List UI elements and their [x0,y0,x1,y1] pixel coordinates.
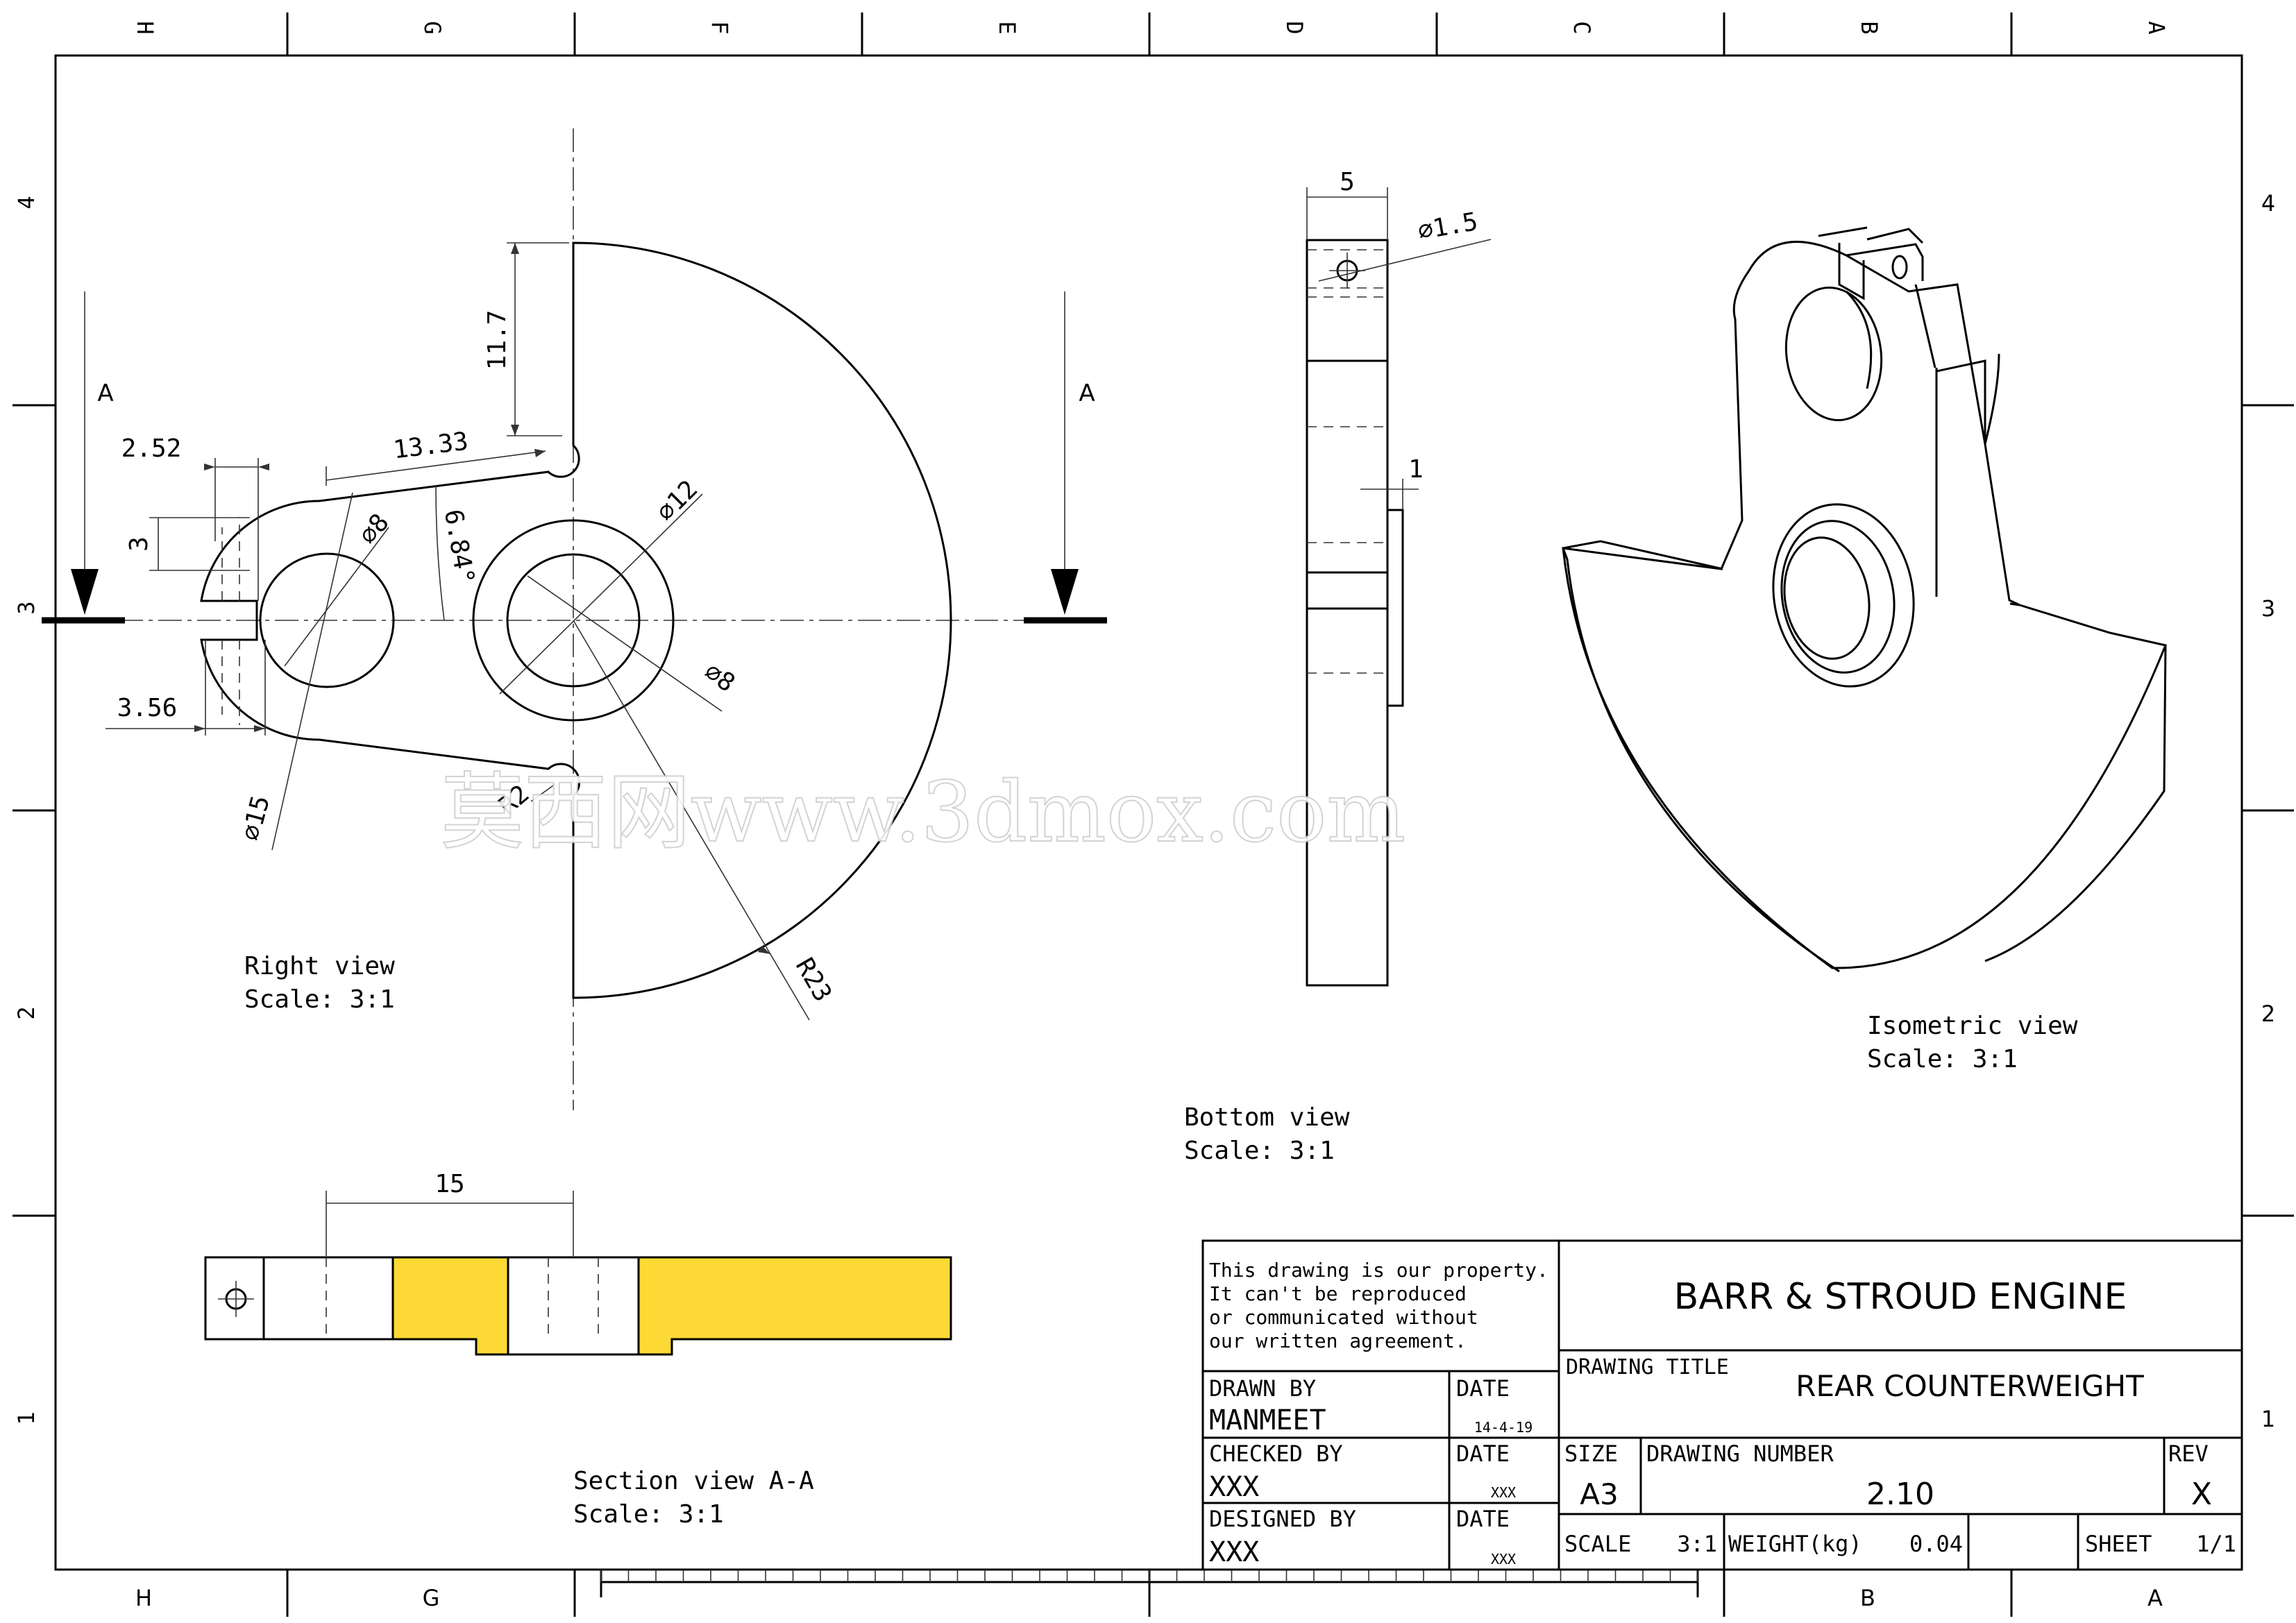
notice-line-4: our written agreement. [1209,1329,1467,1352]
section-hatch-right [639,1257,951,1339]
zone-top-h: H [132,21,158,34]
zone-right-1: 1 [2261,1406,2275,1432]
bottom-view-step [1386,509,1404,707]
isometric-view: Isometric view Scale: 3:1 [1562,226,2168,1073]
zone-bottom-h: H [135,1585,152,1611]
counterweight-outline [200,241,952,999]
section-label-right: A [1079,380,1095,407]
zone-right-4: 4 [2261,190,2275,216]
iso-view-title: Isometric view [1867,1012,2078,1040]
dim-step-1: 1 [1408,455,1424,484]
bottom-view: 5 ⌀1.5 1 Bottom view Scale: 3:1 [1184,168,1492,1165]
designed-by-label: DESIGNED BY [1209,1506,1356,1532]
section-view-title: Section view A-A [573,1467,814,1495]
drawing-number: 2.10 [1866,1477,1934,1512]
weight-value: 0.04 [1909,1531,1963,1557]
watermark: 莫西网www.3dmox.com [441,765,1406,861]
dimension-arrowheads [194,243,770,954]
zone-top-b: B [1856,21,1882,34]
scale-value: 3:1 [1677,1531,1717,1557]
zone-bottom-b: B [1860,1585,1875,1611]
drawn-by-label: DRAWN BY [1209,1375,1316,1402]
designed-date-value: XXX [1491,1551,1516,1567]
zone-top-e: E [994,21,1020,34]
right-view: 11.7 13.33 2.52 3 3.56 6.84° ⌀8 ⌀15 R2 ⌀… [42,128,1107,1110]
section-cut-marker-right: A [1024,291,1107,624]
drawing-number-label: DRAWING NUMBER [1646,1441,1834,1467]
bottom-view-scale: Scale: 3:1 [1184,1137,1335,1165]
section-hatch-step-left [476,1338,508,1354]
dim-hole-1-5: ⌀1.5 [1416,207,1480,246]
weight-label: WEIGHT(kg) [1728,1531,1862,1557]
section-cut-marker-left: A [42,291,125,624]
zone-left-2: 2 [13,1006,40,1019]
zone-left-3: 3 [13,601,40,614]
zone-right-2: 2 [2261,1001,2275,1027]
section-hatch-step-right [639,1338,672,1354]
section-label-left: A [97,380,113,407]
drawn-date-label: DATE [1456,1375,1510,1402]
notice-line-1: This drawing is our property. [1209,1259,1548,1282]
size-value: A3 [1580,1477,1618,1511]
notice-line-2: It can't be reproduced [1209,1282,1467,1305]
iso-face-outline [1562,241,2168,969]
checked-by-value: XXX [1209,1471,1259,1503]
zone-left-1: 1 [13,1411,40,1425]
drawing-title: REAR COUNTERWEIGHT [1796,1369,2144,1403]
designed-by-value: XXX [1209,1536,1259,1568]
boss-bore [506,553,641,688]
small-bore [259,552,395,688]
zone-labels: H G F E D C B A H G B A 4 3 2 1 4 3 2 1 [13,21,2275,1611]
sheet-label: SHEET [2085,1531,2152,1557]
zone-bottom-g: G [423,1585,440,1611]
section-view-aa: 15 Section view A-A Scale: 3:1 [204,1170,952,1529]
bottom-view-title: Bottom view [1184,1103,1350,1132]
dim-2-52: 2.52 [121,434,182,463]
rev-label: REV [2168,1441,2209,1467]
zone-top-c: C [1569,21,1595,34]
dim-dia-8-small: ⌀8 [354,509,395,550]
size-label: SIZE [1564,1441,1618,1467]
zone-bottom-a: A [2147,1585,2163,1611]
section-view-scale: Scale: 3:1 [573,1500,724,1529]
boss-outer [472,519,675,722]
dim-6-84-angle: 6.84° [439,507,480,586]
drawing-frame [12,12,2294,1617]
drawn-by-value: MANMEET [1209,1404,1326,1436]
designed-date-label: DATE [1456,1506,1510,1532]
zone-top-a: A [2143,21,2170,34]
dim-13-33: 13.33 [391,427,470,465]
zone-top-d: D [1281,21,1308,34]
rev-value: X [2191,1477,2212,1512]
zone-right-3: 3 [2261,595,2275,622]
right-view-title: Right view [244,952,395,980]
right-view-scale: Scale: 3:1 [244,985,395,1014]
checked-date-label: DATE [1456,1441,1510,1467]
checked-date-value: XXX [1491,1484,1516,1501]
dim-dia-12: ⌀12 [651,475,703,527]
dim-11-7: 11.7 [483,310,512,371]
iso-view-scale: Scale: 3:1 [1867,1045,2018,1073]
dim-3: 3 [125,536,153,552]
drawn-date-value: 14-4-19 [1474,1419,1533,1436]
checked-by-label: CHECKED BY [1209,1441,1343,1467]
dim-dia-8-boss: ⌀8 [699,657,740,697]
dim-width-5: 5 [1340,168,1355,196]
section-hatch-left [393,1257,508,1339]
sheet-value: 1/1 [2196,1531,2236,1557]
notice-line-3: or communicated without [1209,1306,1478,1329]
bottom-view-body [1306,239,1389,987]
dim-dia-15: ⌀15 [237,792,276,843]
zone-top-g: G [419,21,446,34]
title-block: This drawing is our property. It can't b… [1201,1239,2243,1571]
company-name: BARR & STROUD ENGINE [1674,1276,2127,1318]
zone-top-f: F [707,21,733,34]
dim-length-15: 15 [434,1170,464,1198]
dim-3-56: 3.56 [117,694,178,722]
scale-label: SCALE [1564,1531,1631,1557]
zone-left-4: 4 [13,196,40,209]
drawing-title-label: DRAWING TITLE [1566,1355,1729,1379]
